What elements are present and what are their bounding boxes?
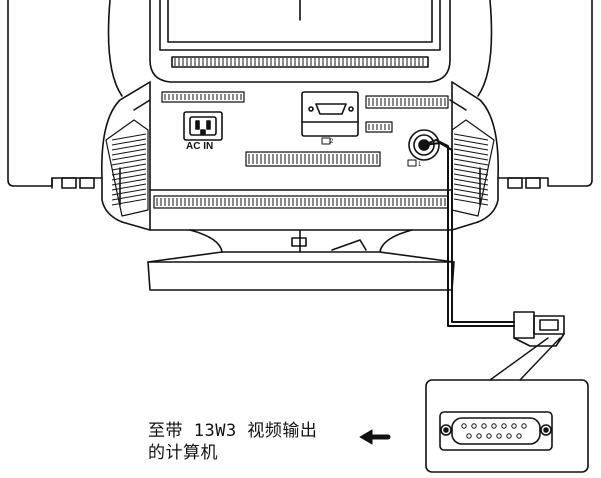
grille-slat [111,193,147,201]
vent-slot-ticks [111,58,489,206]
caption-line-1: 至带 13W3 视频输出 [148,421,318,441]
grille-slat [453,173,489,181]
grille-slat [453,143,489,151]
grille-slat [453,163,489,171]
dsub-port-2 [301,91,359,137]
port-2-label: 2 [330,139,334,145]
callout-lines [489,337,561,381]
upper-right-vent [365,95,449,109]
cable-connector-plug [513,311,565,347]
left-arrow-icon [359,429,391,445]
upper-left-vent [161,91,245,103]
connection-caption: 至带 13W3 视频输出 的计算机 [148,420,317,464]
grille-slat [453,193,489,201]
grille-slat [111,168,147,176]
signal-cable [423,139,515,327]
center-vent [245,151,381,167]
grille-slat [453,138,489,146]
grille-slat [453,178,489,186]
grille-slat [111,143,147,151]
ac-in-label: AC IN [186,141,214,152]
port-1-label: 1 [418,162,422,168]
grille-slat [453,183,489,191]
grille-slat [111,148,147,156]
grille-slat [111,198,147,206]
grille-slat [111,178,147,186]
caption-line-2: 的计算机 [148,443,218,463]
grille-slat [453,188,489,196]
grille-slat [111,138,147,146]
monitor-stand [147,229,455,291]
inset-box [425,379,589,473]
grille-slat [111,158,147,166]
ac-in-socket [183,111,223,141]
grille-slat [453,133,489,141]
grille-slat [453,158,489,166]
grille-slat [453,148,489,156]
grille-slat [453,168,489,176]
right-small-vent [365,121,393,133]
grille-slat [111,183,147,191]
grille-slat [111,188,147,196]
port-icons [321,137,417,167]
grille-slat [453,198,489,206]
grille-slat [111,163,147,171]
grille-slat [111,153,147,161]
grille-slat [111,173,147,181]
grille-slat [453,153,489,161]
grille-slat [111,133,147,141]
